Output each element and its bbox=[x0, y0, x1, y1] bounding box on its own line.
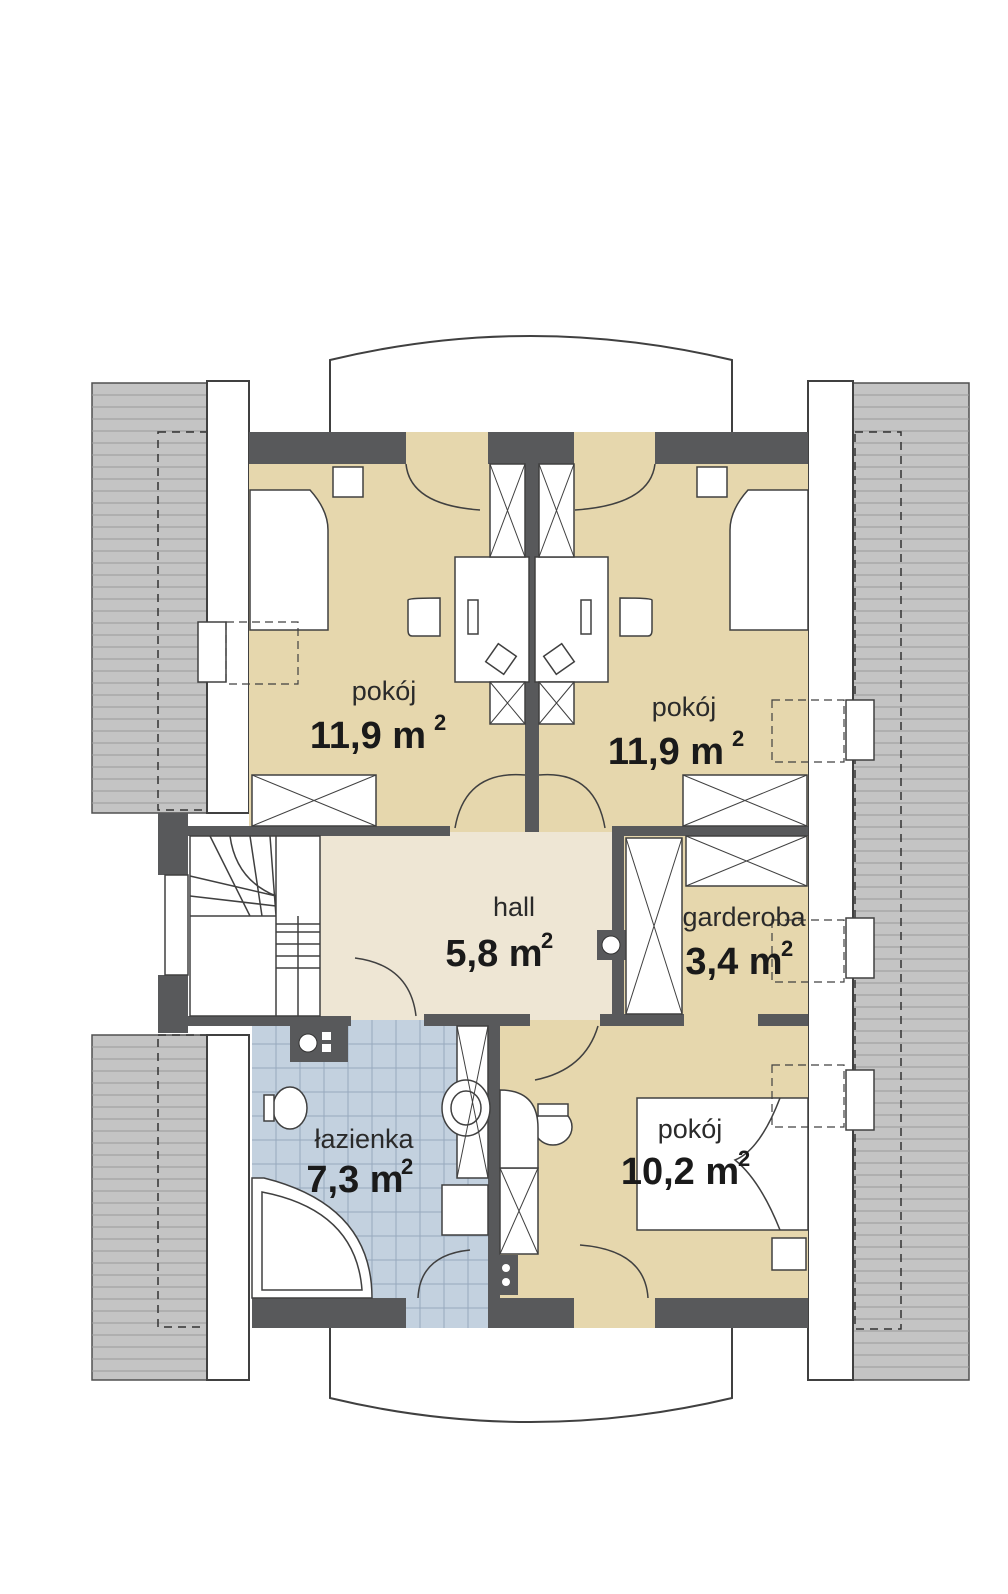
room-area-pokoj-1: 11,9 m bbox=[310, 715, 426, 757]
room-area-sup-lazienka: 2 bbox=[401, 1154, 413, 1179]
roof-hatching bbox=[92, 394, 969, 1372]
walls bbox=[158, 432, 808, 1328]
skylight-projections bbox=[225, 621, 845, 1128]
room-area-pokoj-2: 11,9 m bbox=[608, 731, 724, 773]
wardrobe-crosses bbox=[251, 463, 808, 1255]
room-area-sup-pokoj-2: 2 bbox=[732, 726, 744, 751]
room-name-garderoba: garderoba bbox=[682, 902, 806, 932]
room-area-lazienka: 7,3 m bbox=[306, 1159, 403, 1201]
room-area-pokoj-3: 10,2 m bbox=[621, 1151, 739, 1193]
room-name-pokoj-3: pokój bbox=[658, 1114, 723, 1144]
room-labels: pokój 11,9 m 2 pokój 11,9 m 2 hall 5,8 m… bbox=[306, 676, 806, 1201]
staircase bbox=[164, 835, 321, 1017]
room-name-pokoj-1: pokój bbox=[352, 676, 417, 706]
room-name-lazienka: łazienka bbox=[314, 1124, 414, 1154]
bathroom-tiles bbox=[252, 1020, 498, 1328]
room-name-hall: hall bbox=[493, 892, 535, 922]
room-area-garderoba: 3,4 m bbox=[685, 941, 782, 983]
outer-wall-strips bbox=[206, 380, 854, 1381]
room-area-sup-pokoj-1: 2 bbox=[434, 710, 446, 735]
gable-arcs bbox=[329, 335, 733, 1423]
room-area-sup-hall: 2 bbox=[541, 928, 553, 953]
chimneys bbox=[290, 930, 649, 1295]
room-name-pokoj-2: pokój bbox=[652, 692, 717, 722]
room-area-sup-garderoba: 2 bbox=[781, 936, 793, 961]
room-area-sup-pokoj-3: 2 bbox=[738, 1146, 750, 1171]
door-swings bbox=[354, 463, 656, 1299]
room-area-hall: 5,8 m bbox=[445, 933, 542, 975]
